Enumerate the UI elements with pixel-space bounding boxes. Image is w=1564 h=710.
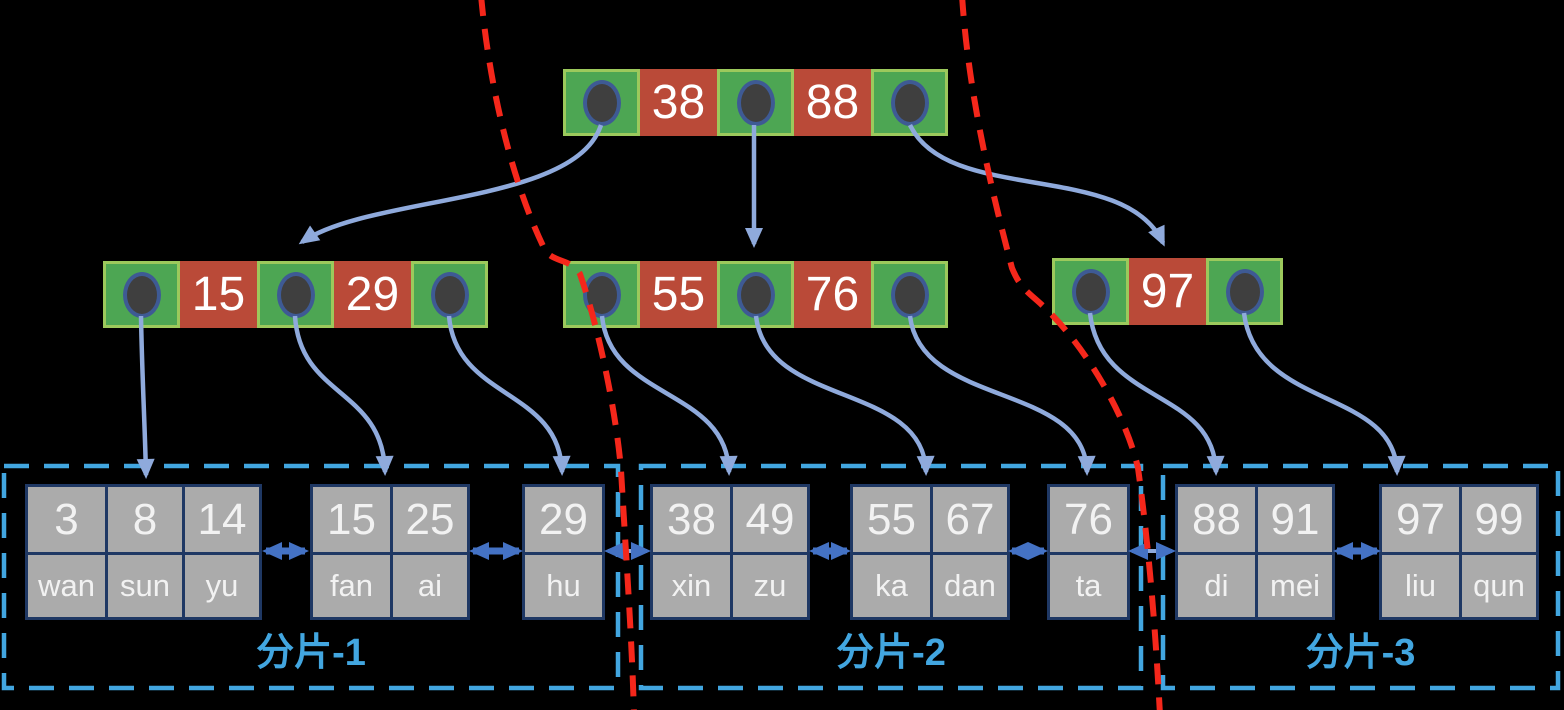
pointer-cell	[411, 261, 488, 328]
btree-internal-node-1: 15 29	[103, 261, 488, 328]
leaf-value-cell: 67	[930, 487, 1007, 552]
leaf-value-cell: 76	[1064, 494, 1113, 544]
leaf-block-2: 15 25 fan ai	[310, 484, 470, 620]
leaf-value-cell: 97	[1396, 494, 1445, 544]
leaf-name-cell: fan	[313, 552, 390, 617]
pointer-circle	[430, 271, 469, 318]
pointer-cell	[871, 69, 948, 136]
leaf-value-cell: 49	[730, 487, 807, 552]
pointer-cell	[563, 261, 640, 328]
pointer-circle	[582, 271, 621, 318]
leaf-name-cell: ka	[853, 552, 930, 617]
key-cell: 88	[794, 69, 871, 136]
btree-internal-node-2: 55 76	[563, 261, 948, 328]
leaf-value-cell: 88	[1192, 494, 1241, 544]
key-cell: 38	[640, 69, 717, 136]
pointer-circle	[736, 271, 775, 318]
key-cell: 76	[794, 261, 871, 328]
arrow-node3-to-leaf8	[1241, 312, 1406, 476]
leaf-name-cell: dan	[930, 552, 1007, 617]
arrow-node3-to-leaf7	[1087, 312, 1225, 476]
btree-root-node: 38 88	[563, 69, 948, 136]
shard-2-label: 分片-2	[836, 632, 946, 674]
leaf-value-cell: 29	[539, 494, 588, 544]
pointer-circle	[276, 271, 315, 318]
arrow-node2-to-leaf6	[907, 315, 1096, 476]
leaf-value-cell: 38	[667, 494, 716, 544]
pointer-circle	[1071, 268, 1110, 315]
btree-internal-node-3: 97	[1052, 258, 1283, 325]
leaf-name-cell: xin	[653, 552, 730, 617]
leaf-value-cell: 25	[390, 487, 467, 552]
leaf-value-cell: 8	[105, 487, 182, 552]
leaf-name-cell: qun	[1459, 552, 1536, 617]
leaf-value-cell: 99	[1459, 487, 1536, 552]
pointer-cell	[717, 69, 794, 136]
pointer-circle	[890, 79, 929, 126]
key-cell: 29	[334, 261, 411, 328]
pointer-circle	[1225, 268, 1264, 315]
arrow-node1-to-leaf1	[136, 315, 155, 479]
leaf-name-cell: zu	[730, 552, 807, 617]
leaf-name-cell: ai	[390, 552, 467, 617]
leaf-value-cell: 3	[54, 494, 79, 544]
leaf-value-cell: 55	[867, 494, 916, 544]
pointer-circle	[122, 271, 161, 318]
leaf-name-cell: di	[1178, 552, 1255, 617]
leaf-value-cell: 91	[1255, 487, 1332, 552]
key-cell: 15	[180, 261, 257, 328]
pointer-circle	[890, 271, 929, 318]
pointer-cell	[257, 261, 334, 328]
leaf-value-cell: 15	[327, 494, 376, 544]
pointer-cell	[563, 69, 640, 136]
arrow-node2-to-leaf5	[753, 315, 935, 476]
pointer-cell	[1206, 258, 1283, 325]
pointer-cell	[1052, 258, 1129, 325]
leaf-name-cell: liu	[1382, 552, 1459, 617]
pointer-cell	[871, 261, 948, 328]
arrow-node2-to-leaf4	[599, 315, 738, 476]
leaf-name-cell: mei	[1255, 552, 1332, 617]
leaf-name-cell: wan	[28, 552, 105, 617]
leaf-name-cell: ta	[1050, 552, 1127, 617]
pointer-circle	[736, 79, 775, 126]
leaf-name-cell: yu	[182, 552, 259, 617]
shard-1-label: 分片-1	[256, 632, 366, 674]
leaf-block-5: 55 67 ka dan	[850, 484, 1010, 620]
arrow-node1-to-leaf2	[292, 315, 394, 476]
leaf-block-3: 29 hu	[522, 484, 605, 620]
arrow-node1-to-leaf3	[446, 315, 571, 476]
arrow-root-to-node3	[907, 124, 1166, 247]
key-cell: 97	[1129, 258, 1206, 325]
leaf-block-7: 88 91 di mei	[1175, 484, 1335, 620]
pointer-cell	[717, 261, 794, 328]
shard-3-label: 分片-3	[1305, 632, 1416, 674]
leaf-value-cell: 14	[182, 487, 259, 552]
leaf-name-cell: hu	[525, 552, 602, 617]
pointer-circle	[582, 79, 621, 126]
leaf-block-1: 3 8 14 wan sun yu	[25, 484, 262, 620]
leaf-name-cell: sun	[105, 552, 182, 617]
arrow-root-to-node1	[298, 124, 604, 245]
leaf-block-8: 97 99 liu qun	[1379, 484, 1539, 620]
pointer-cell	[103, 261, 180, 328]
leaf-block-4: 38 49 xin zu	[650, 484, 810, 620]
leaf-block-6: 76 ta	[1047, 484, 1130, 620]
key-cell: 55	[640, 261, 717, 328]
